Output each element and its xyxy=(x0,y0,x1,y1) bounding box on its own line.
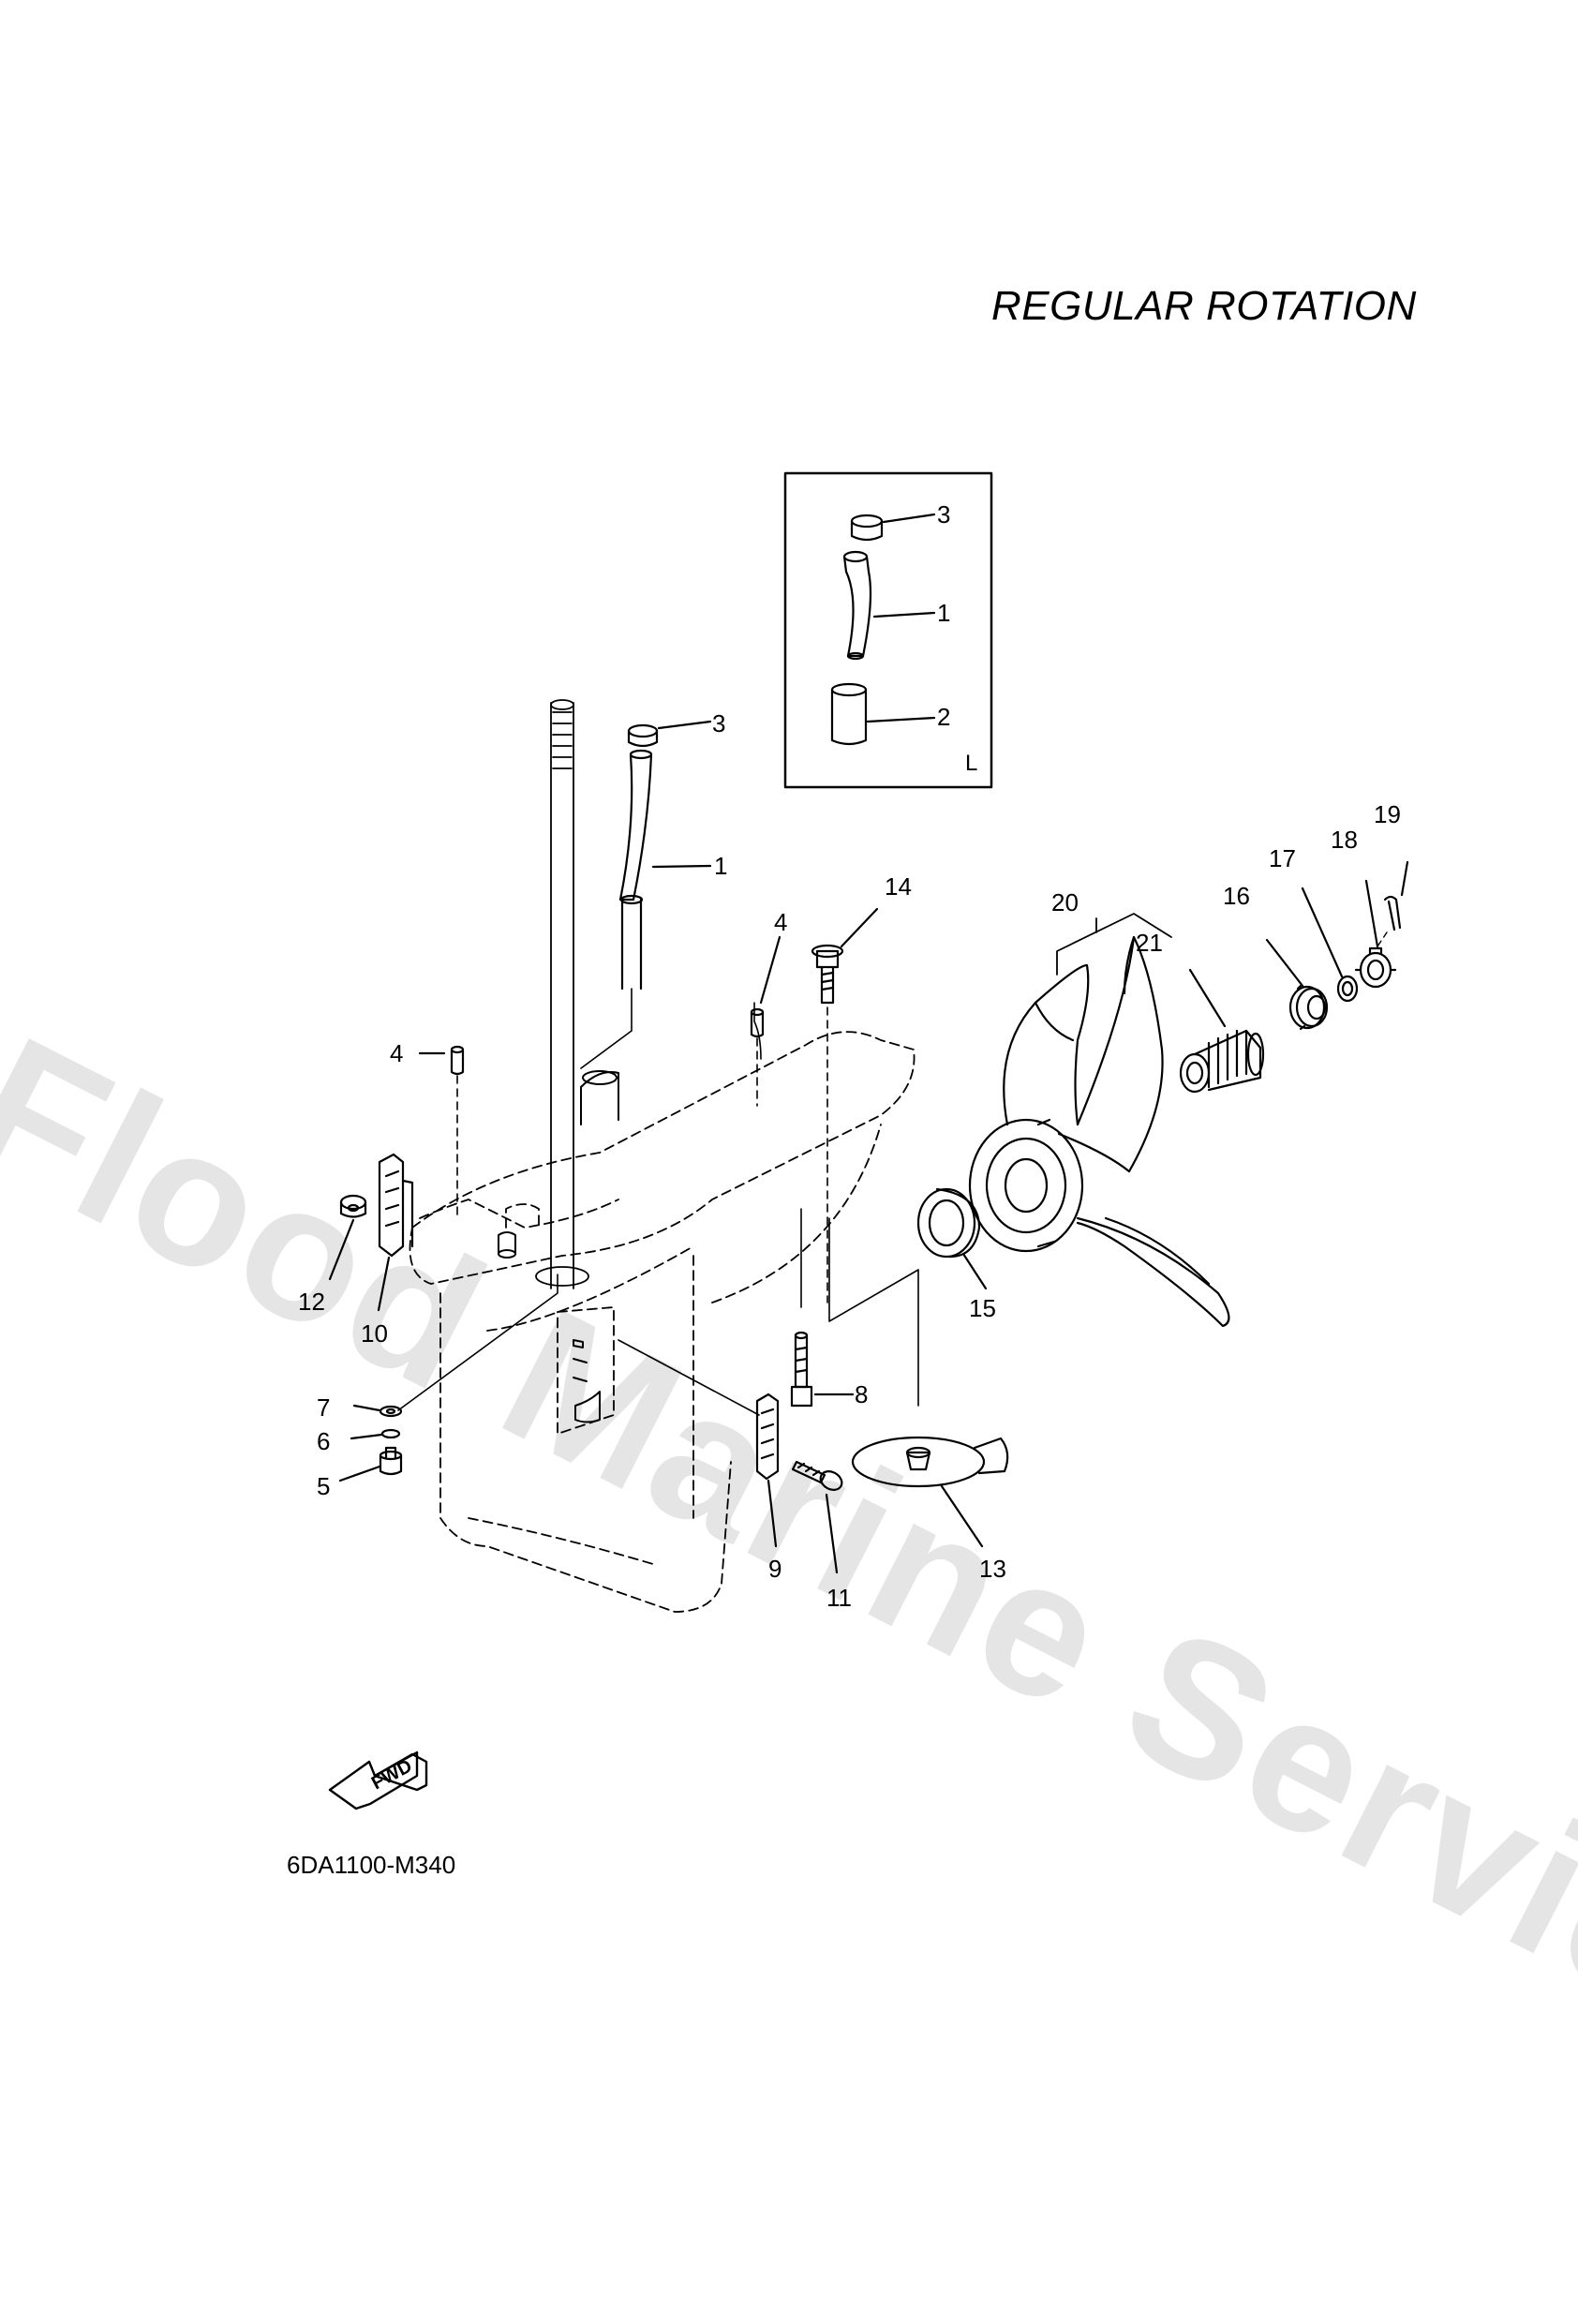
leader-lines xyxy=(397,988,919,1416)
trim-tab-part-13 xyxy=(851,1436,1009,1548)
washer-part-17 xyxy=(1301,886,1359,1003)
label-part-3: 3 xyxy=(712,709,725,737)
label-part-4-left: 4 xyxy=(390,1039,403,1067)
inset-variant-letter: L xyxy=(965,751,977,776)
label-part-18: 18 xyxy=(1331,826,1358,854)
thrust-washer-part-15 xyxy=(916,1187,988,1290)
cotter-pin-part-19 xyxy=(1377,860,1409,947)
inset-label-3: 3 xyxy=(937,500,950,529)
label-part-21: 21 xyxy=(1136,929,1163,957)
label-part-13: 13 xyxy=(979,1555,1006,1583)
lower-case-housing xyxy=(409,1031,916,1613)
inset-label-2: 2 xyxy=(937,703,950,731)
label-part-8: 8 xyxy=(855,1380,868,1408)
label-part-12: 12 xyxy=(298,1288,325,1316)
inset-cap-part xyxy=(850,514,884,542)
label-part-9: 9 xyxy=(768,1555,782,1583)
inset-label-1: 1 xyxy=(937,599,950,627)
dowel-pin-part-2 xyxy=(750,935,782,1107)
inset-hose-part xyxy=(842,550,872,661)
part-labels: 3 1 4 14 4 12 10 7 6 5 8 9 11 13 15 20 2… xyxy=(298,709,1401,1612)
dowel-pin-part xyxy=(418,1045,465,1219)
anode-part-10 xyxy=(377,1153,414,1312)
washer-part-16 xyxy=(1265,938,1329,1031)
spacer-part-21 xyxy=(1179,968,1265,1094)
anode-part-9 xyxy=(755,1393,780,1548)
propeller-nut-part-18 xyxy=(1354,879,1397,989)
washer-part-7 xyxy=(352,1404,403,1418)
label-part-11: 11 xyxy=(826,1584,852,1612)
fwd-label: FWD xyxy=(368,1756,416,1795)
water-tube-part xyxy=(618,720,712,991)
nut-part-12 xyxy=(328,1194,367,1281)
lower-case-solid-parts xyxy=(498,1070,619,1423)
diagram-code: 6DA1100-M340 xyxy=(287,1851,456,1879)
bolt-part-14 xyxy=(811,907,879,1304)
label-part-10: 10 xyxy=(361,1319,388,1348)
label-part-14: 14 xyxy=(885,872,912,901)
bracket-20-21 xyxy=(1056,913,1172,976)
label-part-16: 16 xyxy=(1223,882,1250,910)
diagram-title: REGULAR ROTATION xyxy=(991,283,1417,329)
propeller-part-20 xyxy=(968,935,1230,1328)
spring-washer-part-6 xyxy=(350,1428,401,1440)
label-part-19: 19 xyxy=(1374,800,1401,828)
label-part-7: 7 xyxy=(317,1393,330,1422)
drive-shaft xyxy=(535,699,589,1289)
label-part-1: 1 xyxy=(714,852,727,880)
label-part-15: 15 xyxy=(969,1294,996,1322)
fwd-arrow-icon: FWD xyxy=(328,1750,428,1810)
bolt-part-8 xyxy=(790,1331,855,1408)
inset-detail-box: 3 1 2 L xyxy=(783,471,993,789)
inset-sleeve-part xyxy=(830,682,868,746)
label-part-17: 17 xyxy=(1269,844,1296,872)
bolt-part-5 xyxy=(338,1446,403,1482)
label-part-5: 5 xyxy=(317,1472,330,1500)
screw-part-11 xyxy=(791,1460,843,1574)
label-part-4-upper: 4 xyxy=(774,908,787,936)
label-part-20: 20 xyxy=(1051,888,1079,916)
label-part-6: 6 xyxy=(317,1427,330,1455)
